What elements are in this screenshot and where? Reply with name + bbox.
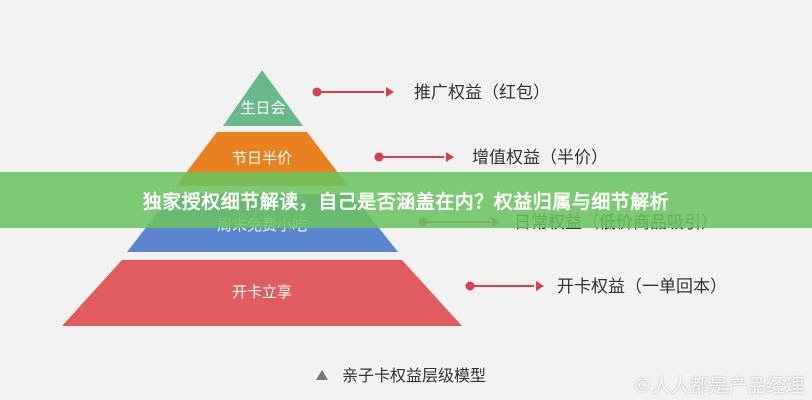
arrow-4 — [465, 281, 544, 291]
right-label-1: 推广权益（红包） — [414, 83, 550, 103]
watermark: ©人人都是产品经理 — [632, 375, 804, 397]
arrow-1 — [312, 87, 394, 97]
triangle-icon — [316, 370, 328, 380]
pyramid-tier-1 — [223, 70, 303, 126]
arrow-2 — [374, 152, 454, 162]
right-label-2: 增值权益（半价） — [472, 148, 608, 168]
banner-title: 独家授权细节解读，自己是否涵盖在内？权益归属与细节解析 — [142, 190, 670, 213]
pyramid-tier-2-label: 节日半价 — [232, 149, 292, 167]
pyramid-tier-1-label: 生日会 — [240, 99, 285, 117]
pyramid-tier-4 — [62, 260, 462, 326]
title-banner: 独家授权细节解读，自己是否涵盖在内？权益归属与细节解析 — [0, 172, 812, 228]
right-label-4: 开卡权益（一单回本） — [557, 277, 727, 297]
diagram-caption: 亲子卡权益层级模型 — [342, 366, 486, 385]
pyramid-tier-4-label: 开卡立享 — [232, 283, 292, 301]
